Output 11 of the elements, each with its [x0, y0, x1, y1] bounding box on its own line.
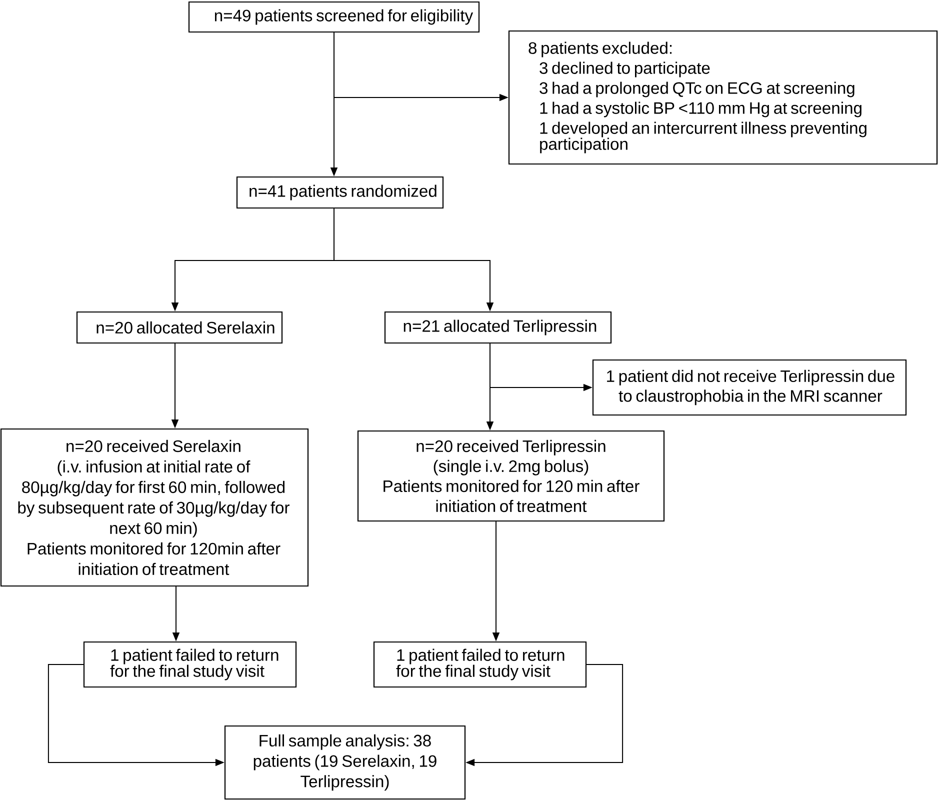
process-box: 8 patients excluded: 3 declined to participate 3 had a prolonged QTc on ECG at screening 1 had a systolic BP <110 mm Hg at screening 1 developed an intercurrent illness preventing participation: [508, 30, 938, 165]
process-box: 1 patient did not receive Terlipressin due to claustrophobia in the MRI scanner: [592, 359, 907, 416]
process-box: n=49 patients screened for eligibility: [188, 1, 480, 33]
process-box: n=20 received Terlipressin (single i.v. 2mg bolus) Patients monitored for 120 min after initiation of treatment: [357, 430, 665, 522]
process-box: Full sample analysis: 38 patients (19 Serelaxin, 19 Terlipressin): [224, 725, 466, 800]
process-box: n=20 allocated Serelaxin: [76, 311, 283, 344]
process-box: n=20 received Serelaxin (i.v. infusion at initial rate of 80µg/kg/day for first 60 min, followed by subsequent rate of 30µg/kg/day for next 60 min) Patients monitored for 120min after initiation of treatment: [0, 428, 309, 587]
process-box: 1 patient failed to return for the final study visit: [373, 641, 587, 688]
process-box: n=21 allocated Terlipressin: [384, 311, 612, 344]
process-box: n=41 patients randomized: [236, 176, 444, 209]
process-box: 1 patient failed to return for the final study visit: [83, 641, 297, 688]
